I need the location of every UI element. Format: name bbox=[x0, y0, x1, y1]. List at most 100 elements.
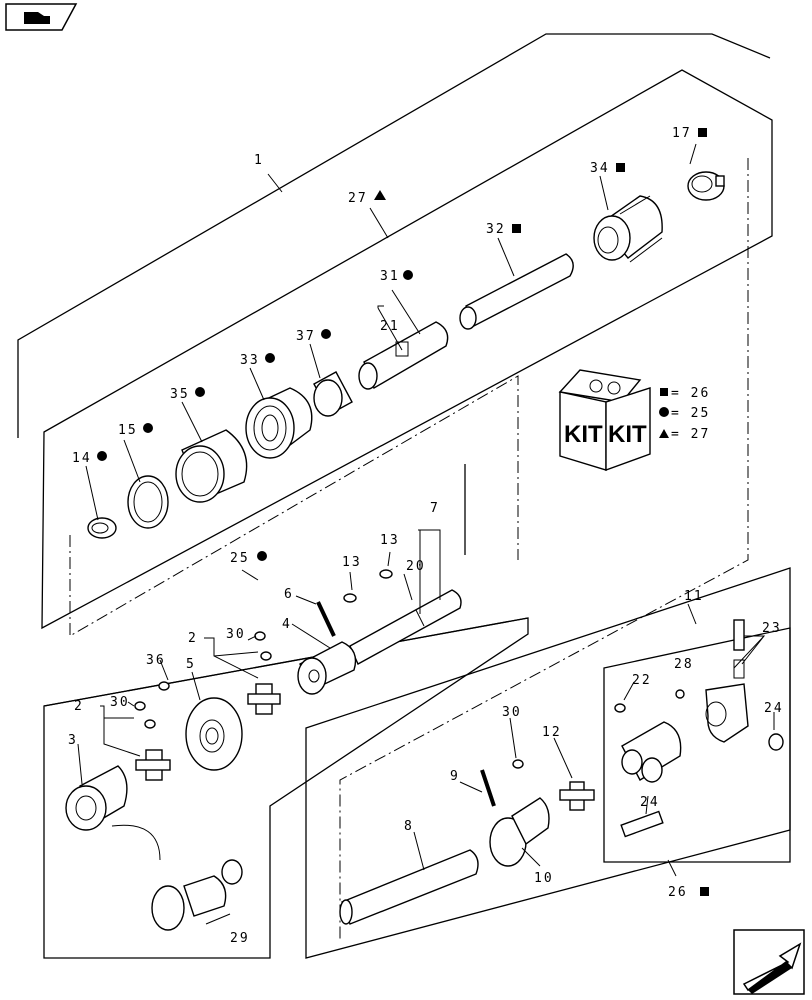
legend-row-27: = 27 bbox=[671, 427, 710, 442]
callout-10: 10 bbox=[534, 871, 554, 886]
square-mark-32 bbox=[512, 224, 521, 233]
part-14-ring bbox=[87, 517, 117, 539]
part-31-tube bbox=[358, 321, 449, 390]
callout-32: 32 bbox=[486, 222, 506, 237]
circle-mark-37 bbox=[321, 329, 331, 339]
square-mark-34 bbox=[616, 163, 625, 172]
legend-square-mark bbox=[660, 388, 668, 396]
kit-label-right: KIT bbox=[608, 421, 647, 448]
callout-24-b: 24 bbox=[640, 795, 660, 810]
callout-21: 21 bbox=[380, 319, 400, 334]
part-7-profile-tube bbox=[349, 589, 462, 665]
part-15-ring bbox=[127, 475, 169, 529]
callout-5: 5 bbox=[186, 657, 196, 672]
callout-29: 29 bbox=[230, 931, 250, 946]
part-23-spring-pin bbox=[733, 619, 745, 679]
callout-17: 17 bbox=[672, 126, 692, 141]
part-3-yoke bbox=[65, 765, 128, 831]
callout-6: 6 bbox=[284, 587, 294, 602]
part-2-cross-upper bbox=[247, 631, 281, 715]
part-8-profile-tube bbox=[339, 849, 479, 925]
callout-8: 8 bbox=[404, 819, 414, 834]
callout-33: 33 bbox=[240, 353, 260, 368]
part-29-detail bbox=[111, 824, 243, 931]
outline-kit-27 bbox=[41, 69, 773, 630]
part-22-fitting bbox=[614, 703, 626, 713]
callout-4: 4 bbox=[282, 617, 292, 632]
square-mark-26 bbox=[700, 887, 709, 896]
outline-kit-25-bottom bbox=[43, 617, 529, 959]
callout-1: 1 bbox=[254, 153, 264, 168]
part-5-cv-housing bbox=[185, 697, 243, 771]
outline-kit-25-dash bbox=[69, 375, 519, 637]
outline-kit-26-dash bbox=[339, 158, 749, 942]
legend-row-25: = 25 bbox=[671, 406, 710, 421]
callout-2-b: 2 bbox=[74, 699, 84, 714]
part-4-yoke bbox=[297, 641, 357, 695]
next-page-arrow-icon[interactable] bbox=[733, 929, 805, 995]
part-2-cross-lower bbox=[134, 701, 171, 781]
callout-30-a: 30 bbox=[226, 627, 246, 642]
outline-subassembly-11 bbox=[603, 627, 791, 863]
callout-11: 11 bbox=[684, 589, 704, 604]
legend-triangle-mark bbox=[659, 429, 669, 438]
legend-row-26: = 26 bbox=[671, 386, 710, 401]
triangle-mark-27 bbox=[374, 190, 386, 200]
part-13-grease-fittings bbox=[343, 569, 393, 603]
callout-15: 15 bbox=[118, 423, 138, 438]
callout-25: 25 bbox=[230, 551, 250, 566]
circle-mark-35 bbox=[195, 387, 205, 397]
part-17-ring bbox=[687, 171, 725, 201]
part-32-tube bbox=[459, 253, 574, 330]
callout-30-b: 30 bbox=[110, 695, 130, 710]
part-36-fitting bbox=[158, 681, 170, 691]
part-33-bellows bbox=[245, 387, 313, 459]
callout-37: 37 bbox=[296, 329, 316, 344]
part-clutch-body bbox=[705, 683, 749, 743]
circle-mark-14 bbox=[97, 451, 107, 461]
callout-34: 34 bbox=[590, 161, 610, 176]
part-35-guard bbox=[175, 429, 248, 503]
circle-mark-15 bbox=[143, 423, 153, 433]
kit-label-left: KIT bbox=[564, 421, 603, 448]
square-mark-17 bbox=[698, 128, 707, 137]
callout-20: 20 bbox=[406, 559, 426, 574]
part-34-bearing bbox=[593, 195, 663, 263]
callout-2-a: 2 bbox=[188, 631, 198, 646]
kit-box-icon: KIT KIT bbox=[558, 369, 651, 471]
part-24-bolt bbox=[620, 810, 664, 838]
callout-13-b: 13 bbox=[342, 555, 362, 570]
callout-28: 28 bbox=[674, 657, 694, 672]
callout-30-c: 30 bbox=[502, 705, 522, 720]
legend-circle-mark bbox=[659, 407, 669, 417]
part-6-pin bbox=[316, 601, 336, 637]
part-9-pin bbox=[480, 769, 496, 807]
callout-26: 26 bbox=[668, 885, 688, 900]
part-28-ball bbox=[675, 689, 685, 699]
circle-mark-25 bbox=[257, 551, 267, 561]
outline-assembly-1 bbox=[17, 33, 771, 438]
book-nav-icon[interactable] bbox=[5, 3, 78, 31]
callout-14: 14 bbox=[72, 451, 92, 466]
part-10-yoke bbox=[489, 797, 550, 867]
callout-12: 12 bbox=[542, 725, 562, 740]
callout-3: 3 bbox=[68, 733, 78, 748]
circle-mark-33 bbox=[265, 353, 275, 363]
callout-24-a: 24 bbox=[764, 701, 784, 716]
callout-7: 7 bbox=[430, 501, 440, 516]
callout-13-a: 13 bbox=[380, 533, 400, 548]
callout-labels: 1 27 17 34 32 31 21 37 33 35 15 14 25 7 … bbox=[68, 126, 784, 946]
callout-35: 35 bbox=[170, 387, 190, 402]
part-11-clutch-yoke bbox=[621, 721, 682, 783]
callout-9: 9 bbox=[450, 769, 460, 784]
leader-lines bbox=[77, 143, 775, 925]
part-12-cross bbox=[512, 759, 595, 811]
callout-31: 31 bbox=[380, 269, 400, 284]
part-24-nut bbox=[768, 733, 784, 751]
part-37-cone bbox=[313, 371, 353, 417]
callout-22: 22 bbox=[632, 673, 652, 688]
circle-mark-31 bbox=[403, 270, 413, 280]
callout-23: 23 bbox=[762, 621, 782, 636]
callout-27: 27 bbox=[348, 191, 368, 206]
